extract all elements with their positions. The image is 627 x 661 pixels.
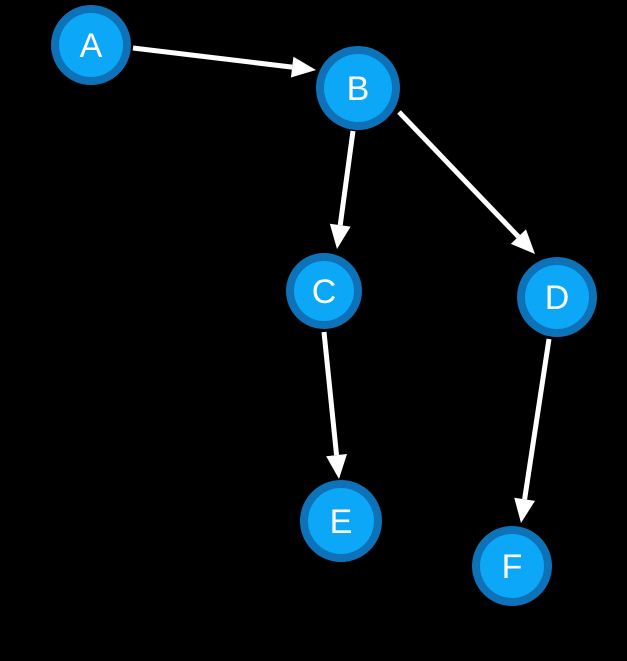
node-c[interactable]: C xyxy=(286,253,362,329)
edge-line xyxy=(522,338,552,500)
node-core xyxy=(59,13,123,77)
node-core xyxy=(480,534,544,598)
edge-arrowhead xyxy=(510,229,535,254)
edge-b-to-c xyxy=(329,130,356,249)
node-label: A xyxy=(80,27,103,65)
node-label: D xyxy=(545,279,570,317)
node-core xyxy=(525,265,589,329)
edge-line xyxy=(397,110,521,239)
node-core xyxy=(294,261,354,321)
edges-layer xyxy=(132,45,552,523)
node-f[interactable]: F xyxy=(472,526,552,606)
edge-arrowhead xyxy=(290,56,316,78)
edge-line xyxy=(321,331,340,456)
edge-line xyxy=(337,130,356,226)
node-label: F xyxy=(502,548,523,586)
node-d[interactable]: D xyxy=(517,257,597,337)
node-b[interactable]: B xyxy=(316,46,400,130)
edge-d-to-f xyxy=(514,338,552,523)
node-a[interactable]: A xyxy=(51,5,131,85)
edge-arrowhead xyxy=(514,497,535,523)
node-label: C xyxy=(312,273,337,311)
node-core xyxy=(324,54,392,122)
nodes-layer: A B C D E F xyxy=(51,5,597,606)
edge-a-to-b xyxy=(132,45,316,78)
edge-line xyxy=(132,45,293,70)
node-core xyxy=(308,488,374,554)
node-e[interactable]: E xyxy=(300,480,382,562)
edge-b-to-d xyxy=(397,110,535,254)
edge-arrowhead xyxy=(329,223,351,249)
edge-arrowhead xyxy=(326,454,348,479)
edge-c-to-e xyxy=(321,331,348,479)
node-label: E xyxy=(330,503,353,541)
node-label: B xyxy=(347,70,370,108)
